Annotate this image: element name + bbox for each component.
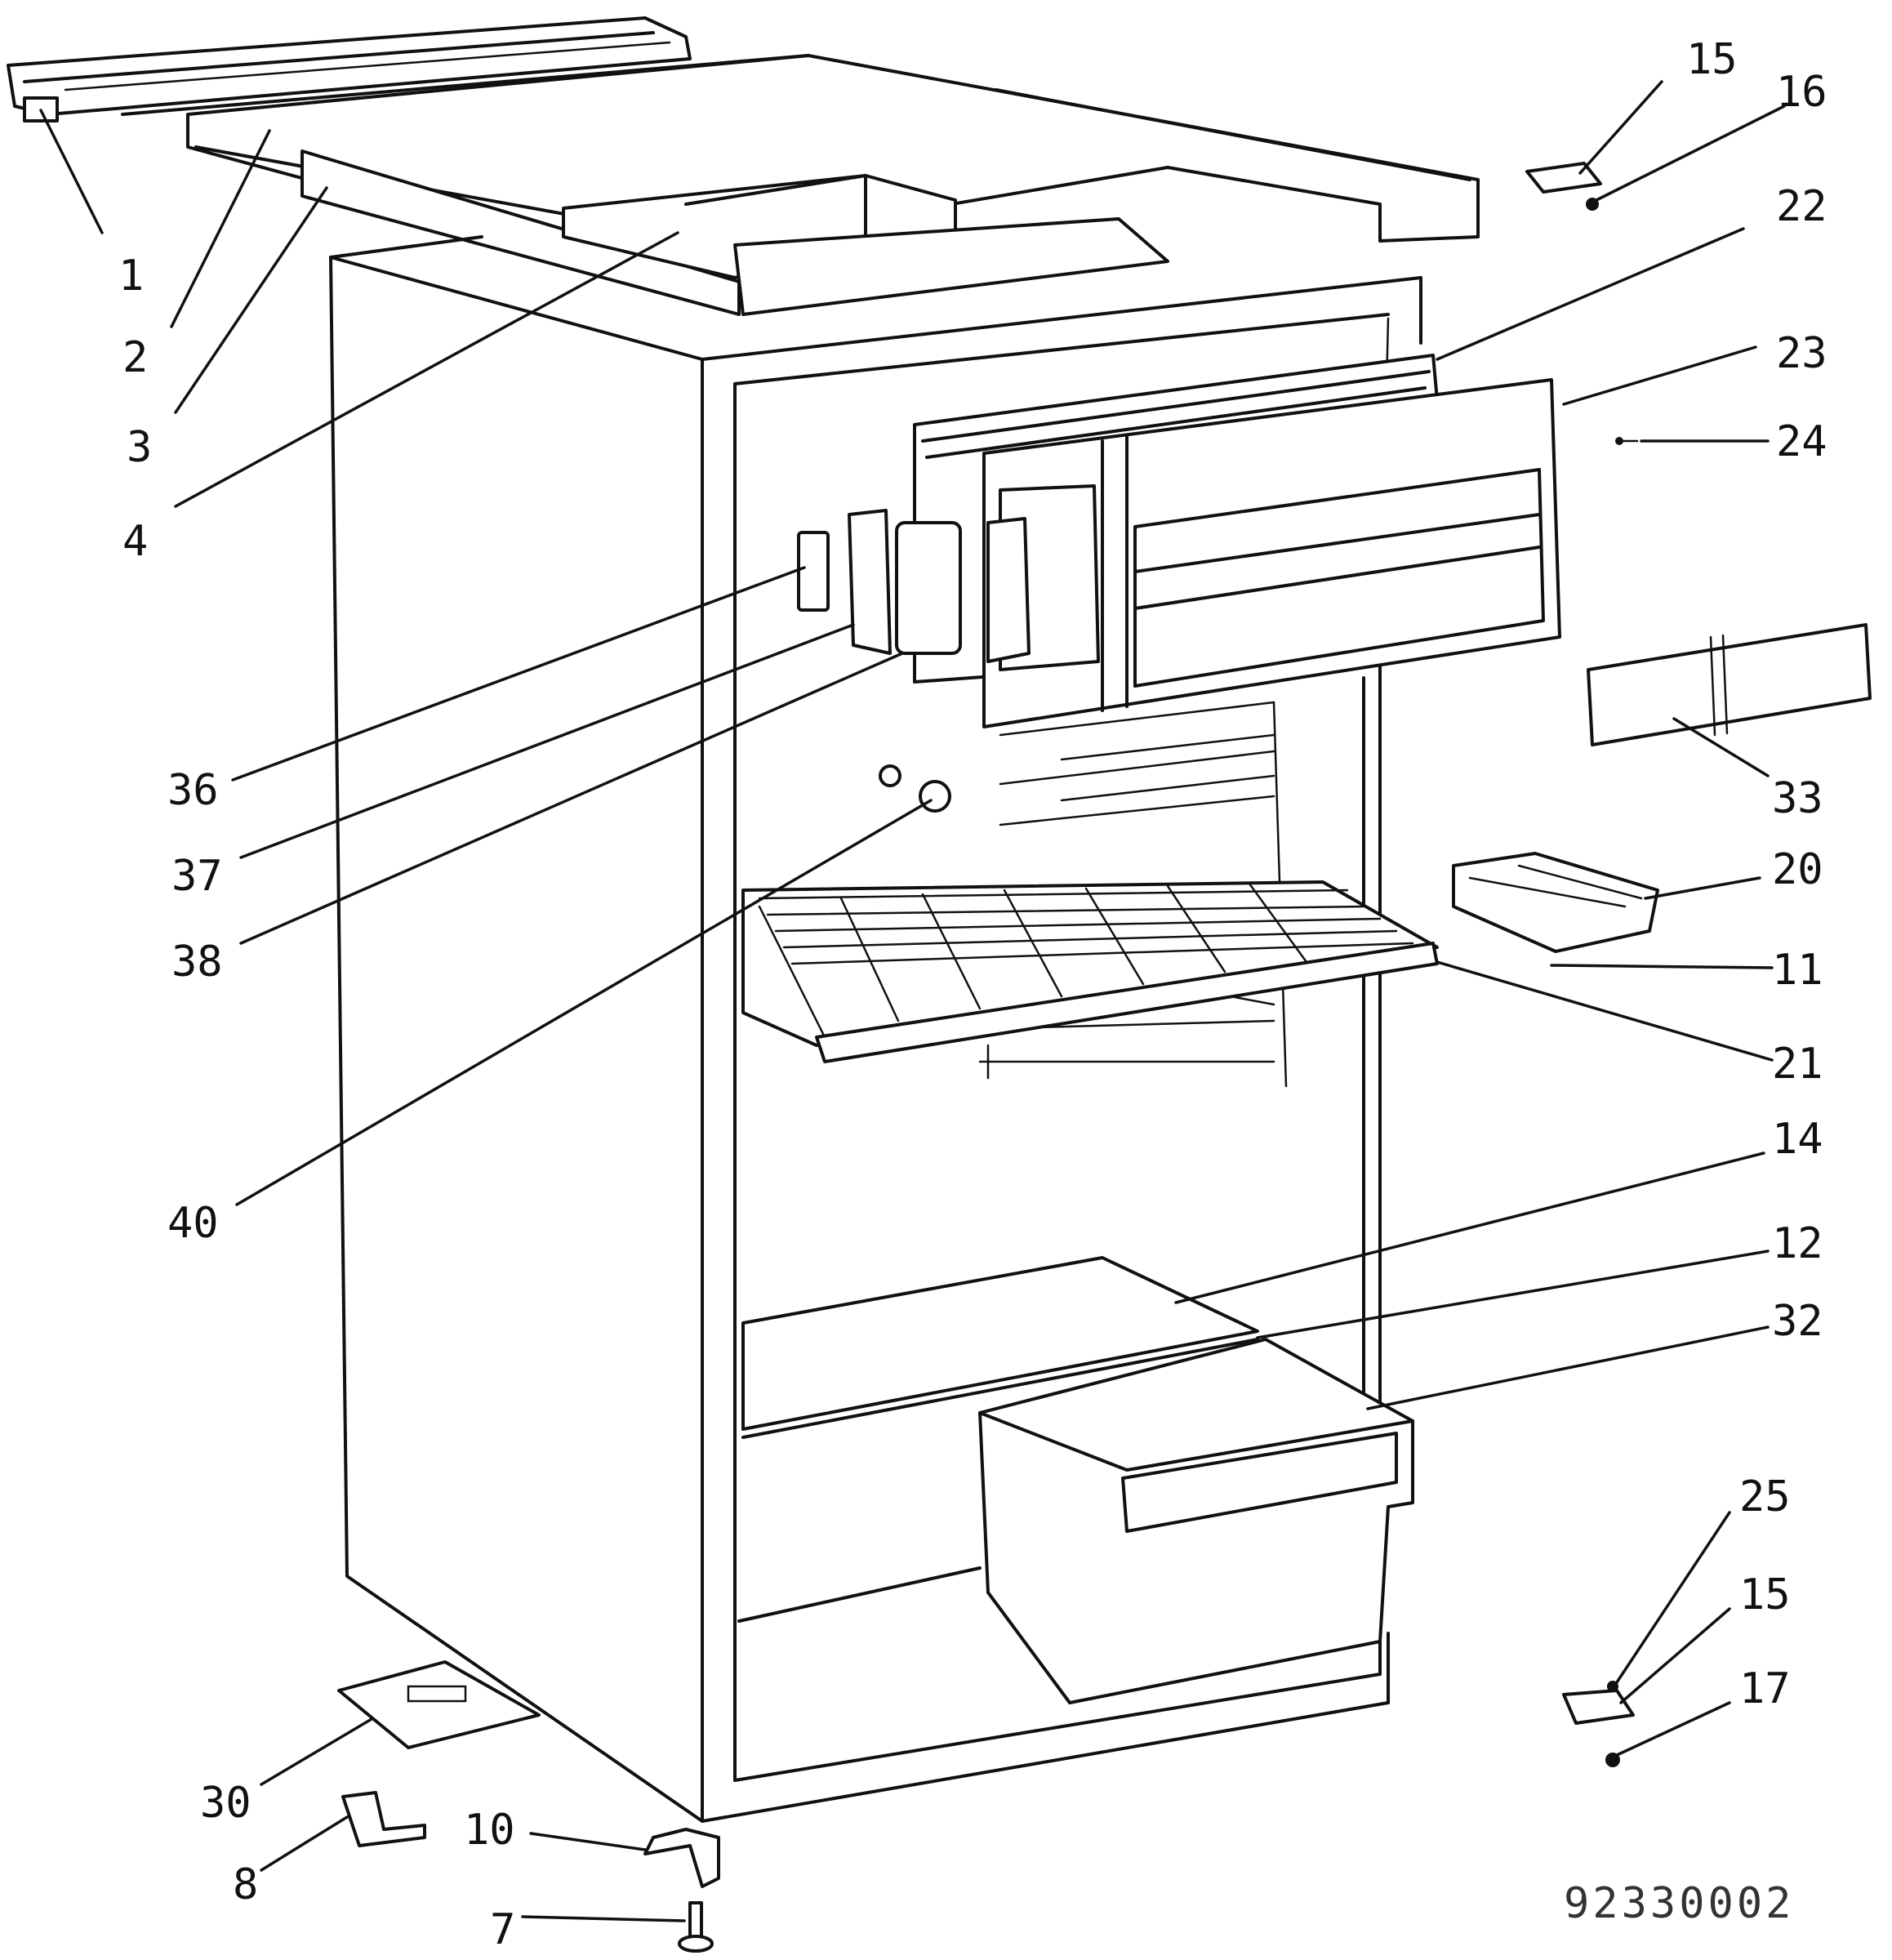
door-latch-parts xyxy=(797,509,962,655)
foot-bracket-8 xyxy=(341,1791,426,1847)
bottom-hinge-parts xyxy=(1562,1681,1635,1767)
top-cover-assembly xyxy=(7,16,1480,316)
callout-30: 30 xyxy=(200,1779,252,1828)
base-plate xyxy=(337,1660,541,1749)
callout-37: 37 xyxy=(171,852,223,901)
cabinet-body xyxy=(329,235,1422,1823)
wire-shelf xyxy=(741,880,1439,1063)
label-plate xyxy=(1587,623,1872,746)
callout-14: 14 xyxy=(1772,1115,1823,1164)
callout-33: 33 xyxy=(1772,774,1823,823)
callout-labels: 1234151622232433201121141232251517363738… xyxy=(118,35,1827,1954)
crisper-drawer xyxy=(978,1338,1414,1704)
callout-12: 12 xyxy=(1772,1219,1823,1268)
callout-10: 10 xyxy=(464,1806,515,1855)
callout-40: 40 xyxy=(167,1199,219,1248)
lower-crossbar xyxy=(737,1566,982,1623)
callout-36: 36 xyxy=(167,766,219,815)
callout-1: 1 xyxy=(118,252,144,301)
callout-20: 20 xyxy=(1772,845,1823,894)
leader-lines xyxy=(39,80,1786,1922)
glass-shelf xyxy=(741,1256,1259,1439)
callout-3: 3 xyxy=(127,423,152,472)
shelf-support-pins xyxy=(879,764,951,813)
callout-7: 7 xyxy=(490,1905,515,1954)
callout-32: 32 xyxy=(1772,1297,1823,1346)
callout-23: 23 xyxy=(1776,329,1827,378)
callout-16: 16 xyxy=(1776,68,1827,117)
callout-38: 38 xyxy=(171,938,223,987)
callout-15a: 15 xyxy=(1686,35,1738,84)
callout-24: 24 xyxy=(1776,417,1827,466)
screw-24 xyxy=(1615,437,1639,445)
callout-4: 4 xyxy=(122,517,148,566)
callout-2: 2 xyxy=(122,333,148,382)
adjustable-foot xyxy=(678,1901,714,1953)
callout-8: 8 xyxy=(233,1860,258,1909)
callout-21: 21 xyxy=(1772,1040,1823,1089)
callout-25: 25 xyxy=(1739,1472,1791,1521)
callout-11: 11 xyxy=(1772,946,1823,995)
bracket-10 xyxy=(643,1828,720,1888)
ice-tray xyxy=(1452,852,1659,953)
drawing-number: 92330002 xyxy=(1564,1879,1794,1928)
callout-15b: 15 xyxy=(1739,1570,1791,1619)
top-hinge-parts xyxy=(1525,162,1602,211)
callout-17: 17 xyxy=(1739,1664,1791,1713)
freezer-door xyxy=(913,354,1561,728)
callout-22: 22 xyxy=(1776,182,1827,231)
